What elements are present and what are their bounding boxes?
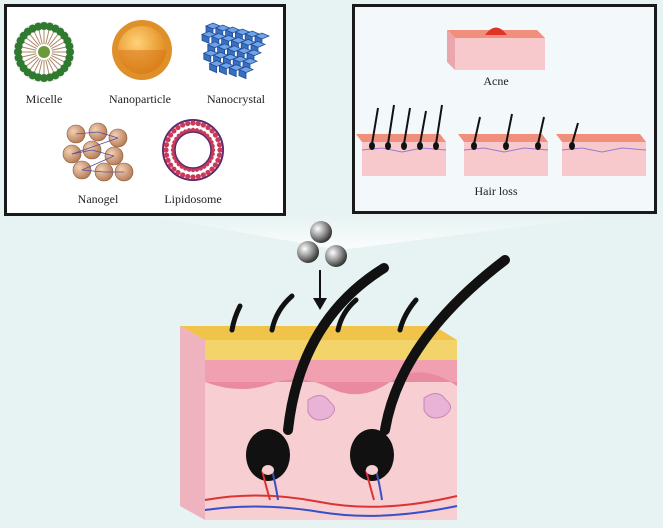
hair-loss-label: Hair loss [474, 184, 518, 198]
down-arrow-icon [313, 270, 327, 310]
hair-follicle-right [350, 255, 510, 501]
acne-skin-icon [447, 27, 545, 70]
acne-label: Acne [483, 74, 509, 88]
skin-cross-section [180, 326, 458, 520]
micelle-label: Micelle [25, 92, 63, 106]
short-hairs [229, 293, 419, 333]
hair-follicle-left [246, 263, 389, 501]
nanogel-label: Nanogel [77, 192, 119, 206]
micelle-icon [13, 21, 75, 83]
lipidosome-label: Lipidosome [164, 192, 222, 206]
lipidosome-icon [162, 119, 224, 181]
nanogel-icon [62, 122, 134, 182]
nanoparticle-label: Nanoparticle [109, 92, 171, 106]
nanoparticle-icon [112, 20, 172, 80]
nanoparticle-cluster-icon [297, 221, 347, 267]
nanocrystal-label: Nanocrystal [207, 92, 265, 106]
focus-beam [150, 214, 620, 250]
hair-loss-skin-icons [356, 104, 647, 176]
nanocrystal-icon [200, 22, 271, 80]
